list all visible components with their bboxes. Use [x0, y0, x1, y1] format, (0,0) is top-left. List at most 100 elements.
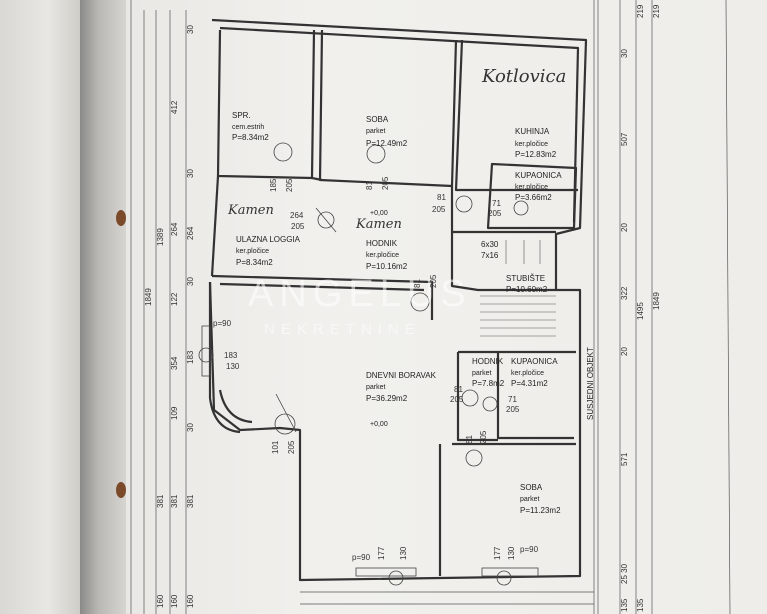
door-dimension-labels: 185 205 264 205 81 205 81 205 71 205 81 …	[224, 176, 520, 560]
level-top: +0,00	[370, 210, 388, 217]
svg-text:135: 135	[620, 598, 629, 612]
svg-text:507: 507	[620, 132, 629, 146]
svg-text:parket: parket	[472, 370, 492, 377]
svg-text:20: 20	[620, 223, 629, 232]
room-soba-top: SOBA parket P=12.49m2	[366, 115, 408, 148]
svg-text:parket: parket	[520, 496, 540, 503]
svg-text:P=8.34m2: P=8.34m2	[232, 133, 269, 142]
svg-text:KUPAONICA: KUPAONICA	[515, 171, 562, 180]
room-kuhinja: KUHINJA ker.pločice P=12.83m2	[515, 127, 557, 159]
svg-text:ker.pločice: ker.pločice	[366, 252, 399, 259]
svg-text:ker.pločice: ker.pločice	[236, 248, 269, 255]
svg-text:205: 205	[479, 430, 488, 444]
svg-text:130: 130	[399, 546, 408, 560]
svg-text:205: 205	[381, 176, 390, 190]
left-dimension-labels: 1849 1389 381 160 412 264 122 354 109 38…	[144, 25, 195, 608]
svg-text:1495: 1495	[636, 302, 645, 320]
svg-text:1389: 1389	[156, 228, 165, 246]
svg-text:P=12.83m2: P=12.83m2	[515, 150, 557, 159]
svg-text:ker.pločice: ker.pločice	[511, 370, 544, 377]
svg-text:160: 160	[186, 594, 195, 608]
svg-text:122: 122	[170, 292, 179, 306]
svg-text:177: 177	[493, 546, 502, 560]
svg-text:322: 322	[620, 286, 629, 300]
svg-text:ker.pločice: ker.pločice	[515, 141, 548, 148]
svg-text:HODNIK: HODNIK	[472, 357, 504, 366]
svg-text:P=12.49m2: P=12.49m2	[366, 139, 408, 148]
svg-text:30: 30	[620, 49, 629, 58]
level-main: +0,00	[370, 421, 388, 428]
svg-text:183: 183	[186, 350, 195, 364]
binder-spine	[80, 0, 126, 614]
room-hodnik-main: HODNIK ker.pločice P=10.16m2	[366, 239, 408, 271]
svg-text:109: 109	[170, 406, 179, 420]
svg-text:81: 81	[365, 181, 374, 190]
svg-text:354: 354	[170, 356, 179, 370]
svg-text:P=10.60m2: P=10.60m2	[506, 285, 548, 294]
room-ulazna-loggia: ULAZNA LOGGIA ker.pločice P=8.34m2	[236, 235, 301, 267]
svg-text:P=4.31m2: P=4.31m2	[511, 379, 548, 388]
svg-text:parket: parket	[366, 128, 386, 135]
room-hodnik-small: HODNIK parket P=7.8m2	[472, 357, 505, 388]
svg-text:SPR.: SPR.	[232, 111, 251, 120]
parapet-labels: p=90 p=90 p=90	[213, 319, 539, 562]
sheet-frame-lines	[130, 0, 731, 614]
svg-text:205: 205	[287, 440, 296, 454]
svg-text:135: 135	[636, 598, 645, 612]
room-soba-bottom: SOBA parket P=11.23m2	[520, 483, 561, 515]
svg-text:130: 130	[507, 546, 516, 560]
svg-text:7x16: 7x16	[481, 251, 499, 260]
handwritten-kotlovica: Kotlovica	[481, 66, 566, 87]
svg-text:30: 30	[186, 25, 195, 34]
svg-text:381: 381	[156, 494, 165, 508]
svg-text:P=3.66m2: P=3.66m2	[515, 193, 552, 202]
svg-text:P=8.34m2: P=8.34m2	[236, 258, 273, 267]
window-openings	[201, 325, 539, 577]
walls	[208, 18, 588, 582]
svg-text:571: 571	[620, 452, 629, 466]
svg-text:p=90: p=90	[213, 319, 232, 328]
bottom-dimension-lines	[300, 591, 594, 605]
svg-text:205: 205	[285, 178, 294, 192]
svg-text:P=11.23m2: P=11.23m2	[520, 506, 561, 515]
svg-text:205: 205	[429, 274, 438, 288]
svg-text:p=90: p=90	[520, 545, 539, 554]
svg-text:STUBIŠTE: STUBIŠTE	[506, 274, 545, 283]
room-dnevni-boravak: DNEVNI BORAVAK parket P=36.29m2	[366, 371, 437, 403]
svg-text:177: 177	[377, 546, 386, 560]
svg-text:205: 205	[450, 395, 464, 404]
room-spr: SPR. cem.estrih P=8.34m2	[232, 111, 269, 142]
svg-text:412: 412	[170, 100, 179, 114]
left-dimension-lines	[143, 10, 187, 614]
svg-text:219: 219	[652, 4, 661, 18]
door-swings	[198, 142, 529, 586]
svg-text:30: 30	[186, 277, 195, 286]
svg-text:205: 205	[432, 205, 446, 214]
svg-text:101: 101	[271, 440, 280, 454]
room-kupaonica-top: KUPAONICA ker.pločice P=3.66m2	[515, 171, 562, 202]
binder-ring-top	[116, 210, 126, 226]
binder-cover-left	[0, 0, 80, 614]
svg-text:81: 81	[454, 385, 463, 394]
svg-text:KUPAONICA: KUPAONICA	[511, 357, 558, 366]
svg-text:219: 219	[636, 4, 645, 18]
watermark-nekretnine: NEKRETNINE	[264, 321, 421, 338]
svg-text:30: 30	[186, 423, 195, 432]
svg-text:81: 81	[413, 279, 422, 288]
svg-text:SOBA: SOBA	[366, 115, 389, 124]
svg-text:160: 160	[156, 594, 165, 608]
svg-text:DNEVNI BORAVAK: DNEVNI BORAVAK	[366, 371, 437, 380]
right-dimension-labels: 30 507 20 322 20 571 25 30 135 219 1495 …	[620, 4, 661, 612]
stair-treads	[480, 240, 556, 337]
svg-text:71: 71	[508, 395, 517, 404]
svg-text:205: 205	[291, 222, 305, 231]
svg-text:205: 205	[506, 405, 520, 414]
svg-text:264: 264	[170, 222, 179, 236]
svg-text:1849: 1849	[652, 292, 661, 310]
svg-text:71: 71	[492, 199, 501, 208]
svg-text:81: 81	[437, 193, 446, 202]
svg-text:ULAZNA LOGGIA: ULAZNA LOGGIA	[236, 235, 301, 244]
svg-text:1849: 1849	[144, 288, 153, 306]
svg-text:183: 183	[224, 351, 238, 360]
